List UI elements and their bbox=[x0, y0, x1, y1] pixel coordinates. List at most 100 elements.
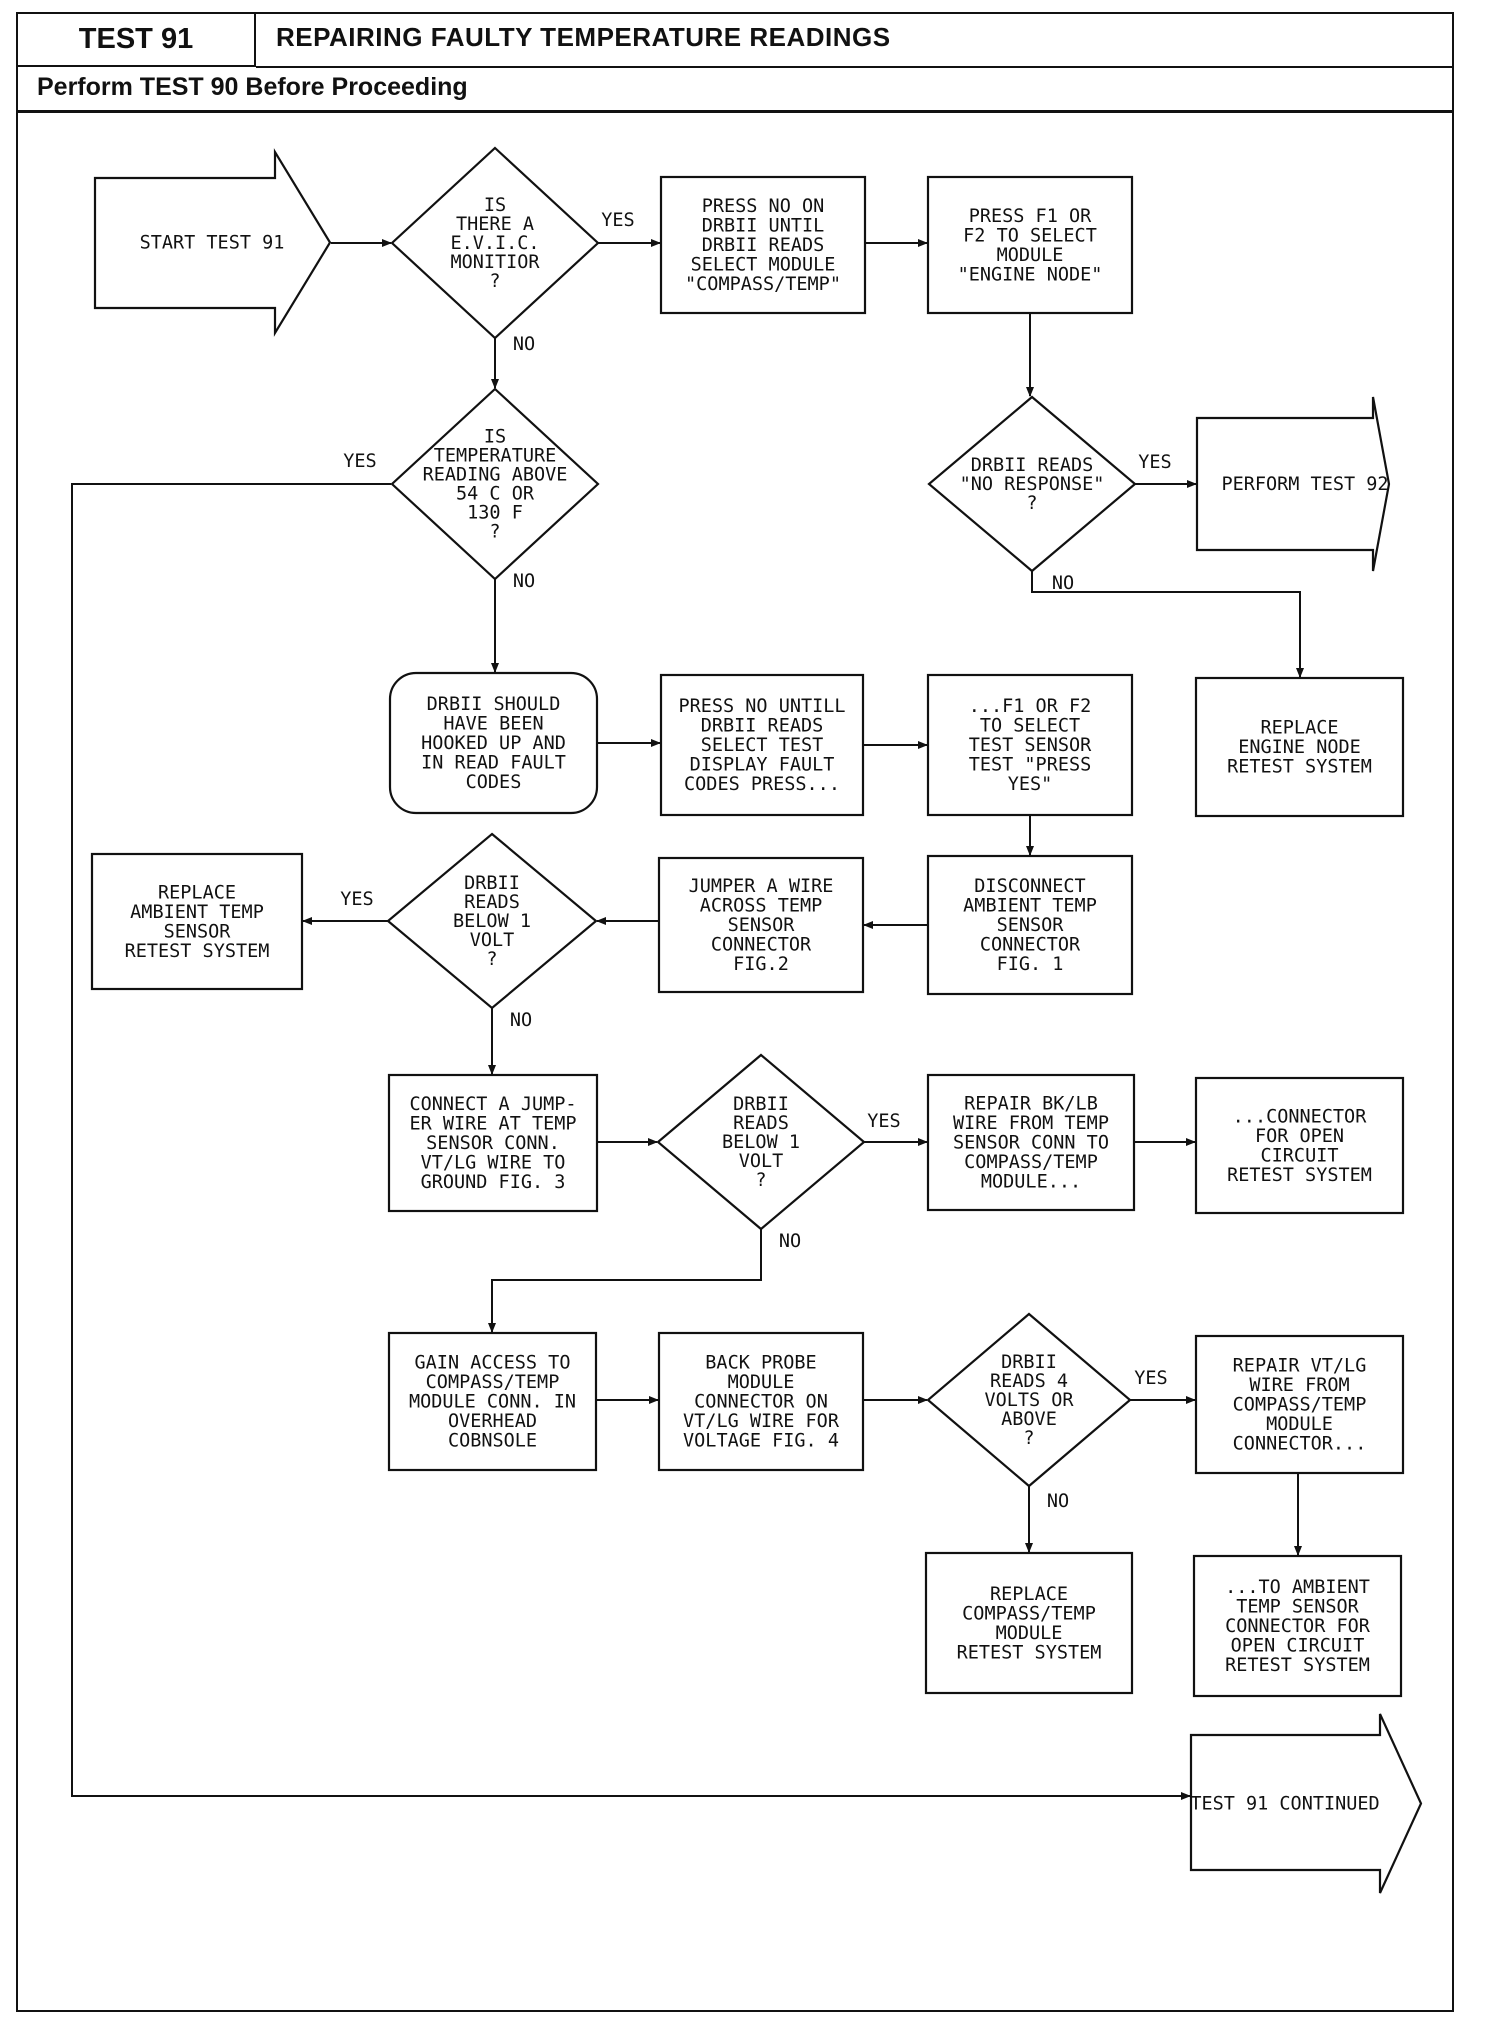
replace-compass-module-text: RETEST SYSTEM bbox=[957, 1642, 1102, 1663]
f1-f2-test-sensor-text: ...F1 OR F2 bbox=[969, 696, 1092, 717]
branch-label-no: NO bbox=[510, 1010, 532, 1031]
gain-access-module-text: COBNSOLE bbox=[448, 1431, 537, 1452]
replace-engine-node-box bbox=[1194, 676, 1405, 818]
branch-label-yes: YES bbox=[601, 210, 634, 231]
connect-jumper-fig3-text: SENSOR CONN. bbox=[426, 1133, 560, 1154]
header-divider bbox=[18, 110, 1452, 113]
below-1-volt-decision-a-text: DRBII bbox=[464, 873, 520, 894]
four-volts-decision-text: ? bbox=[1023, 1428, 1034, 1449]
connector-open-circuit-text: RETEST SYSTEM bbox=[1227, 1165, 1372, 1186]
back-probe-fig4-text: VOLTAGE FIG. 4 bbox=[683, 1431, 839, 1452]
to-ambient-sensor-text: CONNECTOR FOR bbox=[1225, 1616, 1371, 1637]
branch-label-no: NO bbox=[513, 571, 535, 592]
evic-decision-text: E.V.I.C. bbox=[450, 233, 539, 254]
test-91-continued-arrow-shape bbox=[1189, 1713, 1423, 1894]
test-91-continued-text: TEST 91 CONTINUED bbox=[1190, 1794, 1379, 1815]
disconnect-sensor-fig1-text: SENSOR bbox=[997, 915, 1065, 936]
no-response-decision-text: DRBII READS bbox=[971, 455, 1094, 476]
branch-label-no: NO bbox=[1052, 573, 1074, 594]
gain-access-module-text: GAIN ACCESS TO bbox=[415, 1353, 571, 1374]
below-1-volt-decision-b-text: DRBII bbox=[733, 1094, 789, 1115]
temp-decision-text: 54 C OR bbox=[456, 484, 535, 505]
repair-bk-lb-wire-text: WIRE FROM TEMP bbox=[953, 1113, 1109, 1134]
back-probe-fig4-text: CONNECTOR ON bbox=[694, 1392, 828, 1413]
f1-f2-test-sensor-text: TEST "PRESS bbox=[969, 755, 1092, 776]
drbii-hooked-up-text: IN READ FAULT bbox=[421, 753, 566, 774]
gain-access-module-text: COMPASS/TEMP bbox=[426, 1372, 560, 1393]
below-1-volt-decision-a-text: ? bbox=[486, 949, 497, 970]
repair-vt-lg-wire-box bbox=[1194, 1334, 1405, 1475]
below-1-volt-decision-a-diamond bbox=[386, 832, 598, 1010]
gain-access-module-text: MODULE CONN. IN bbox=[409, 1392, 576, 1413]
press-no-select-test-box bbox=[659, 673, 865, 817]
page-title: REPAIRING FAULTY TEMPERATURE READINGS bbox=[276, 22, 891, 52]
connect-jumper-fig3-text: VT/LG WIRE TO bbox=[421, 1153, 566, 1174]
press-no-select-module-text: PRESS NO ON bbox=[702, 196, 825, 217]
temp-decision-diamond bbox=[390, 387, 600, 581]
press-no-select-module-text: "COMPASS/TEMP" bbox=[685, 274, 841, 295]
replace-compass-module-text: COMPASS/TEMP bbox=[962, 1603, 1096, 1624]
replace-engine-node-text: ENGINE NODE bbox=[1238, 737, 1361, 758]
no-response-decision-text: ? bbox=[1026, 493, 1037, 514]
evic-decision-text: IS bbox=[484, 195, 506, 216]
f1-f2-test-sensor-text: YES" bbox=[1008, 774, 1053, 795]
to-ambient-sensor-text: RETEST SYSTEM bbox=[1225, 1655, 1370, 1676]
gain-access-module-text: OVERHEAD bbox=[448, 1411, 537, 1432]
replace-ambient-sensor-text: AMBIENT TEMP bbox=[130, 902, 264, 923]
drbii-hooked-up-box bbox=[388, 671, 599, 815]
drbii-hooked-up-text: DRBII SHOULD bbox=[427, 694, 561, 715]
repair-bk-lb-wire-box bbox=[926, 1073, 1136, 1212]
temp-decision-text: ? bbox=[489, 522, 500, 543]
four-volts-decision-text: DRBII bbox=[1001, 1352, 1057, 1373]
disconnect-sensor-fig1-box bbox=[926, 854, 1134, 996]
temp-decision-text: IS bbox=[484, 427, 506, 448]
no-response-decision-diamond bbox=[927, 395, 1137, 573]
replace-engine-node-text: RETEST SYSTEM bbox=[1227, 757, 1372, 778]
replace-ambient-sensor-text: REPLACE bbox=[158, 882, 236, 903]
jumper-wire-fig2-box bbox=[657, 856, 865, 994]
evic-decision-text: THERE A bbox=[456, 214, 534, 235]
below-1-volt-decision-a-text: VOLT bbox=[470, 930, 515, 951]
connector-open-circuit-text: FOR OPEN bbox=[1255, 1126, 1344, 1147]
replace-ambient-sensor-text: RETEST SYSTEM bbox=[125, 941, 270, 962]
branch-label-yes: YES bbox=[1138, 452, 1171, 473]
branch-label-yes: YES bbox=[343, 451, 376, 472]
press-no-select-test-text: PRESS NO UNTILL bbox=[678, 696, 845, 717]
f1-f2-test-sensor-text: TEST SENSOR bbox=[969, 735, 1092, 756]
jumper-wire-fig2-text: JUMPER A WIRE bbox=[689, 876, 834, 897]
flow-connector bbox=[1031, 571, 1304, 678]
to-ambient-sensor-text: ...TO AMBIENT bbox=[1225, 1577, 1370, 1598]
branch-label-yes: YES bbox=[1134, 1368, 1167, 1389]
connector-open-circuit-text: CIRCUIT bbox=[1261, 1145, 1339, 1166]
test-number-label: TEST 91 bbox=[18, 14, 256, 67]
below-1-volt-decision-b-diamond bbox=[656, 1053, 866, 1231]
replace-compass-module-text: REPLACE bbox=[990, 1584, 1068, 1605]
replace-compass-module-text: MODULE bbox=[996, 1623, 1063, 1644]
connect-jumper-fig3-text: ER WIRE AT TEMP bbox=[409, 1114, 576, 1135]
gain-access-module-box bbox=[387, 1331, 598, 1472]
flowchart-shapes bbox=[90, 146, 1423, 1894]
repair-vt-lg-wire-text: CONNECTOR... bbox=[1233, 1434, 1367, 1455]
back-probe-fig4-text: BACK PROBE bbox=[705, 1353, 816, 1374]
repair-vt-lg-wire-text: COMPASS/TEMP bbox=[1233, 1395, 1367, 1416]
disconnect-sensor-fig1-text: AMBIENT TEMP bbox=[963, 896, 1097, 917]
press-no-select-test-text: DISPLAY FAULT bbox=[690, 755, 835, 776]
perform-test-92-arrow-shape bbox=[1195, 396, 1391, 572]
jumper-wire-fig2-text: FIG.2 bbox=[733, 954, 789, 975]
branch-label-yes: YES bbox=[340, 889, 373, 910]
disconnect-sensor-fig1-text: CONNECTOR bbox=[980, 935, 1081, 956]
below-1-volt-decision-a-text: READS bbox=[464, 892, 520, 913]
back-probe-fig4-text: VT/LG WIRE FOR bbox=[683, 1411, 840, 1432]
back-probe-fig4-box bbox=[657, 1331, 865, 1472]
branch-label-no: NO bbox=[1047, 1491, 1069, 1512]
flow-connector bbox=[71, 483, 1191, 1800]
connect-jumper-fig3-text: GROUND FIG. 3 bbox=[421, 1172, 566, 1193]
four-volts-decision-text: READS 4 bbox=[990, 1371, 1068, 1392]
press-no-select-module-text: DRBII READS bbox=[702, 235, 825, 256]
temp-decision-text: READING ABOVE bbox=[423, 465, 568, 486]
press-no-select-module-text: SELECT MODULE bbox=[691, 255, 836, 276]
press-no-select-module-text: DRBII UNTIL bbox=[702, 216, 825, 237]
repair-vt-lg-wire-text: REPAIR VT/LG bbox=[1233, 1356, 1367, 1377]
branch-label-no: NO bbox=[513, 334, 535, 355]
repair-vt-lg-wire-text: MODULE bbox=[1266, 1414, 1333, 1435]
